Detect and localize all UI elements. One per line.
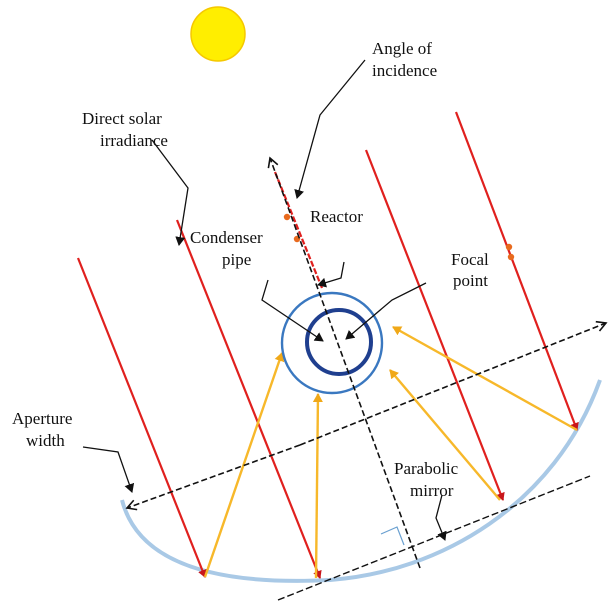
incident-ray-center: [273, 171, 324, 289]
optical-axis: [267, 156, 421, 569]
label-condenser-pipe-line1: Condenser: [190, 228, 263, 247]
aperture-width-line: [125, 444, 301, 511]
reactor-leader: [317, 261, 345, 288]
aperture-width-line: [299, 320, 608, 446]
reflected-ray-2: [312, 393, 323, 579]
right-angle-marker: [380, 526, 405, 546]
incident-ray-2: [175, 219, 322, 579]
reflected-rays: [203, 325, 578, 579]
incident-ray-4: [454, 111, 579, 431]
label-direct-solar-irradiance-line1: Direct solar: [82, 109, 162, 128]
label-parabolic-mirror-line2: mirror: [410, 481, 454, 500]
focal-leader: [345, 282, 427, 340]
label-direct-solar-irradiance-line2: irradiance: [100, 131, 168, 150]
reflected-ray-4: [392, 325, 578, 432]
reactor-ring: [280, 291, 384, 395]
label-aperture-width-line1: Aperture: [12, 409, 72, 428]
angle-leader: [294, 59, 366, 199]
condenser-pipe-ring: [305, 308, 373, 376]
label-angle-of-incidence-line1: Angle of: [372, 39, 432, 58]
label-angle-of-incidence-line2: incidence: [372, 61, 437, 80]
ray-dots: [283, 213, 515, 261]
label-aperture-width-line2: width: [26, 431, 65, 450]
label-reactor: Reactor: [310, 207, 363, 226]
parabolic-mirror-curve: [120, 379, 602, 583]
dot: [507, 253, 515, 261]
incident-ray-3: [364, 149, 505, 501]
sun-icon: [190, 6, 246, 62]
parabolic-leader: [435, 494, 447, 541]
label-focal-point-line1: Focal: [451, 250, 489, 269]
dot: [283, 213, 291, 221]
incident-rays: [76, 111, 579, 579]
reflected-ray-3: [389, 369, 501, 501]
label-parabolic-mirror-line1: Parabolic: [394, 459, 459, 478]
label-focal-point-line2: point: [453, 271, 488, 290]
aperture-leader: [82, 446, 135, 493]
leader-lines: [82, 59, 447, 541]
incident-ray-1: [76, 257, 207, 578]
condenser-leader: [261, 279, 324, 342]
dot: [505, 243, 513, 251]
tangent-line: [277, 475, 591, 601]
direct-leader: [151, 139, 189, 246]
label-condenser-pipe-line2: pipe: [222, 250, 251, 269]
